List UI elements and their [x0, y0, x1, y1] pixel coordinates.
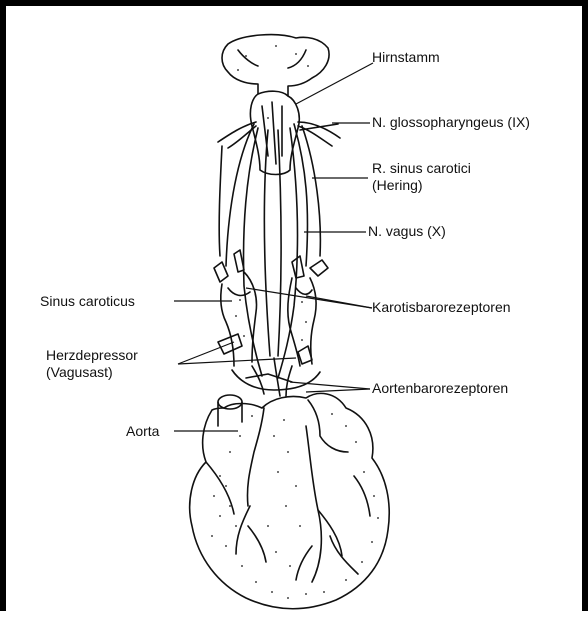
label-sinus-carotici: R. sinus carotici (Hering): [372, 160, 471, 194]
leader-aortenbaro-b: [306, 389, 370, 392]
label-sinus-carotici-line2: (Hering): [372, 177, 471, 194]
label-sinus-caroticus: Sinus caroticus: [40, 293, 135, 310]
label-aortenbarorezeptoren: Aortenbarorezeptoren: [372, 380, 508, 397]
label-vagus: N. vagus (X): [368, 223, 446, 240]
label-hirnstamm: Hirnstamm: [372, 49, 440, 66]
leader-hirnstamm: [296, 63, 373, 104]
label-aorta: Aorta: [126, 423, 159, 440]
label-herzdepressor-line1: Herzdepressor: [46, 347, 138, 364]
label-karotisbarorezeptoren: Karotisbarorezeptoren: [372, 299, 511, 316]
vagus-nerve: [219, 124, 320, 378]
label-sinus-carotici-line1: R. sinus carotici: [372, 160, 471, 177]
label-herzdepressor-line2: (Vagusast): [46, 364, 138, 381]
label-glossopharyngeus: N. glossopharyngeus (IX): [372, 114, 530, 131]
leader-herzdepressor-b: [178, 358, 296, 364]
heart-illustration: [190, 393, 390, 608]
brainstem-illustration: [222, 35, 329, 175]
label-herzdepressor: Herzdepressor (Vagusast): [46, 347, 138, 381]
